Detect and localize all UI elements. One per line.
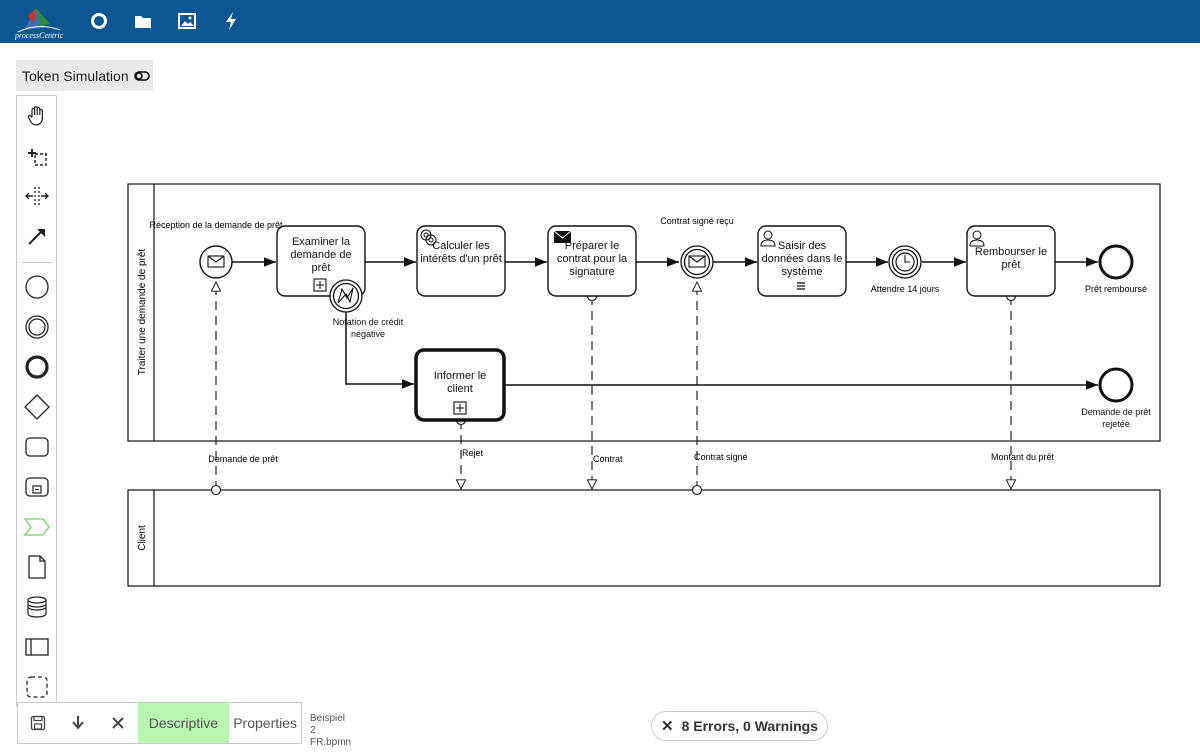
message-label-reject: Rejet (462, 448, 484, 458)
lasso-tool-icon[interactable] (22, 141, 52, 171)
folder-icon[interactable] (132, 10, 154, 32)
task-calculate-label: Calculer les intérêts d'un prêt (420, 240, 502, 265)
task-inform-client-label: Informer le client (433, 370, 487, 395)
timer-event-label: Attendre 14 jours (871, 284, 940, 294)
sequence-flows (232, 257, 1098, 390)
boundary-event-label: Notation de crédit négative (332, 317, 404, 339)
start-event-text: Réception de la demande de prêt (149, 220, 283, 230)
file-name-line-1: Beispiel (310, 713, 346, 724)
bottom-toolbar: Descriptive Properties (17, 702, 302, 744)
task-prepare-label-wrap: Préparer le contrat pour la signature (556, 240, 628, 278)
end-event-rejected-label-wrap: Demande de prêt rejetée (1081, 407, 1151, 429)
end-event-repaid[interactable] (1098, 244, 1134, 280)
tool-palette (16, 95, 57, 707)
close-icon[interactable] (98, 703, 138, 743)
message-label-amount: Montant du prêt (991, 452, 1055, 462)
boundary-label-wrap: Notation de crédit négative (332, 317, 404, 339)
gateway-icon[interactable] (22, 392, 52, 422)
lightning-icon[interactable] (220, 10, 242, 32)
task-inform-client[interactable] (414, 348, 506, 422)
file-name-line-3: FR.bpmn (310, 737, 352, 748)
top-bar: processCentric (0, 0, 1200, 43)
user-icon (969, 230, 985, 247)
hand-tool-icon[interactable] (22, 101, 52, 131)
task-examine[interactable] (276, 225, 366, 297)
pool-icon[interactable] (22, 632, 52, 662)
download-icon[interactable] (58, 703, 98, 743)
pool-client-label: Client (137, 525, 148, 551)
task-enter-label-wrap: Saisir des données dans le système (761, 240, 843, 278)
task-calculate-label-wrap: Calculer les intérêts d'un prêt (420, 240, 502, 265)
file-name: Beispiel 2 FR.bpmn (310, 713, 370, 749)
service-gear-icon (420, 229, 437, 246)
error-x-icon: ✕ (661, 718, 674, 735)
flow-boundary-inform[interactable] (345, 312, 414, 389)
start-event-loan-request[interactable] (199, 245, 233, 279)
task-prepare-label: Préparer le contrat pour la signature (556, 240, 628, 278)
message-flows (216, 282, 1011, 490)
catch-event-label: Contrat signé reçu (660, 216, 734, 226)
subprocess-icon[interactable] (22, 472, 52, 502)
start-event-icon[interactable] (22, 272, 52, 302)
data-object-icon[interactable] (22, 552, 52, 582)
multi-instance-icon (797, 282, 805, 290)
group-icon[interactable] (22, 672, 52, 702)
end-event-rejected[interactable] (1098, 367, 1134, 403)
task-examine-label-wrap: Examiner la demande de prêt (290, 236, 352, 274)
timer-event[interactable] (888, 245, 922, 279)
message-label-signed: Contrat signé (694, 452, 748, 462)
task-inform-label-wrap: Informer le client (433, 370, 487, 395)
token-simulation-toggle[interactable]: Token Simulation (16, 60, 153, 91)
circle-icon[interactable] (88, 10, 110, 32)
pool-loan-process[interactable]: Traiter une demande de prêt (127, 183, 1161, 442)
end-event-icon[interactable] (22, 352, 52, 382)
pool-client[interactable]: Client (127, 489, 1161, 587)
token-simulation-label: Token Simulation (22, 67, 129, 84)
file-name-line-2: 2 (310, 725, 316, 736)
message-label-contract: Contrat (593, 454, 623, 464)
tab-properties[interactable]: Properties (233, 715, 298, 731)
message-label-request: Demande de prêt (208, 454, 278, 464)
pool-loan-process-label: Traiter une demande de prêt (137, 249, 148, 376)
task-examine-label: Examiner la demande de prêt (290, 236, 352, 274)
send-envelope-icon (553, 230, 572, 243)
connect-tool-icon[interactable] (22, 221, 52, 251)
transaction-icon[interactable] (22, 512, 52, 542)
task-prepare[interactable] (547, 225, 637, 297)
errors-warnings-button[interactable]: ✕ 8 Errors, 0 Warnings (651, 711, 828, 741)
processcentric-logo[interactable] (10, 2, 66, 42)
palette-separator (22, 262, 52, 263)
end-event-rejected-label: Demande de prêt rejetée (1081, 407, 1151, 429)
start-event-label: Réception de la demande de prêt (149, 220, 283, 230)
task-repay-label: Rembourser le prêt (974, 246, 1048, 271)
tab-descriptive[interactable]: Descriptive (137, 703, 230, 743)
data-store-icon[interactable] (22, 592, 52, 622)
space-tool-icon[interactable] (22, 181, 52, 211)
errors-warnings-text: 8 Errors, 0 Warnings (681, 718, 818, 734)
user-icon (760, 230, 776, 247)
catch-event-contract-signed[interactable] (680, 245, 714, 279)
task-icon[interactable] (22, 432, 52, 462)
task-enter-data-label: Saisir des données dans le système (761, 240, 843, 278)
task-enter-data[interactable] (757, 225, 847, 297)
task-calculate[interactable] (416, 225, 506, 297)
end-event-repaid-label: Prêt remboursé (1085, 284, 1147, 294)
boundary-error-event[interactable] (329, 279, 363, 313)
save-icon[interactable] (18, 703, 58, 743)
intermediate-event-icon[interactable] (22, 312, 52, 342)
brand-text: processCentric (15, 31, 64, 40)
toggle-icon (133, 70, 150, 81)
image-icon[interactable] (176, 10, 198, 32)
task-repay-label-wrap: Rembourser le prêt (974, 246, 1048, 271)
task-repay[interactable] (966, 225, 1056, 297)
